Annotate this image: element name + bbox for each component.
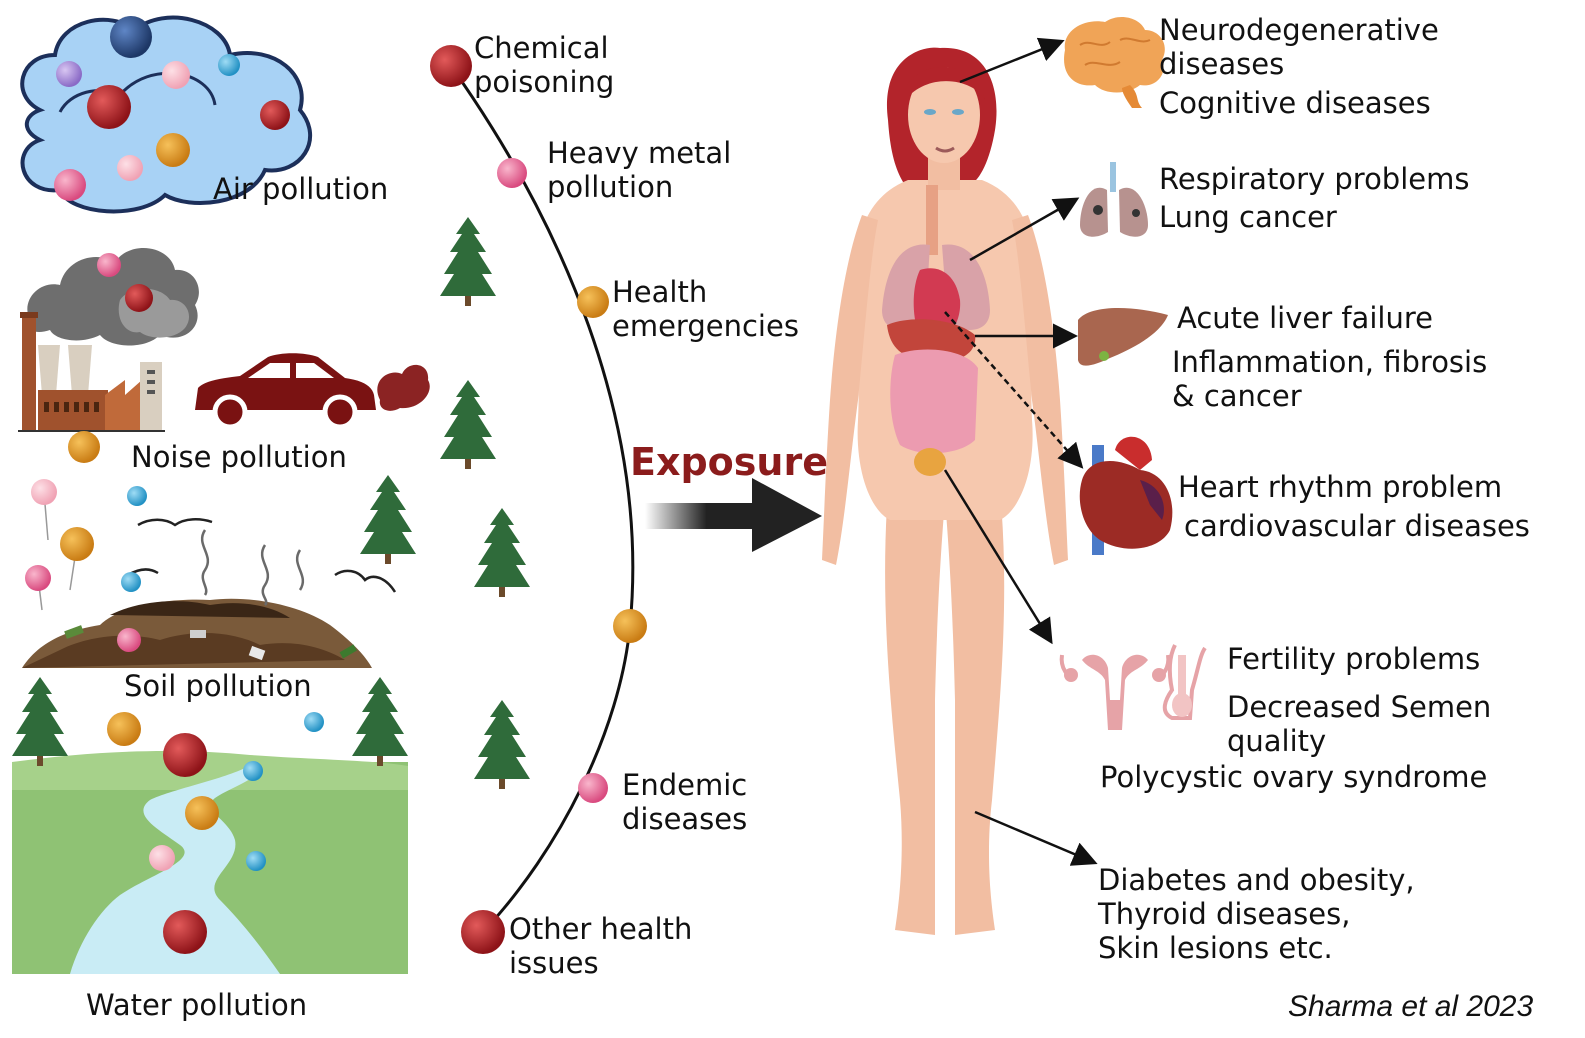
pollutant-particle	[110, 16, 152, 58]
pollutant-particle	[117, 155, 143, 181]
tree-icon	[12, 677, 68, 766]
pollutant-particle	[60, 527, 94, 561]
pollutant-particle	[25, 565, 51, 591]
pollutant-particle	[246, 851, 266, 871]
effect-label-heart-detail: cardiovascular diseases	[1184, 509, 1530, 543]
soil-pollution-label: Soil pollution	[124, 669, 312, 703]
pollutant-particle	[260, 100, 290, 130]
pollutant-particle	[149, 845, 175, 871]
car-icon	[195, 353, 430, 427]
pollutant-particle	[56, 61, 82, 87]
heart-icon	[1080, 437, 1173, 555]
noise-pollution-label: Noise pollution	[131, 440, 347, 474]
effect-label-heart: Heart rhythm problem	[1178, 470, 1502, 504]
air-pollution-label: Air pollution	[213, 172, 388, 206]
tree-icon	[440, 217, 496, 306]
effect-label-liver-detail: Inflammation, fibrosis& cancer	[1172, 345, 1487, 413]
effect-label-lungs: Respiratory problems Lung cancer	[1159, 162, 1469, 234]
pollutant-particle	[243, 761, 263, 781]
tree-icon	[474, 700, 530, 789]
tree-icon	[474, 508, 530, 597]
pollutant-particle	[218, 54, 240, 76]
exposure-label: Exposure	[630, 440, 828, 484]
pollutant-particle	[31, 479, 57, 505]
pollutant-particle	[68, 431, 100, 463]
pathway-node	[577, 286, 609, 318]
pollutant-particle	[156, 133, 190, 167]
pollutant-particle	[54, 169, 86, 201]
river-landscape	[12, 751, 408, 974]
pollutant-particle	[125, 284, 153, 312]
pollutant-particle	[97, 253, 121, 277]
human-body-icon	[822, 48, 1068, 935]
pathway-node	[613, 609, 647, 643]
effect-label-pcos: Polycystic ovary syndrome	[1100, 760, 1487, 794]
effect-label-systemic: Diabetes and obesity,Thyroid diseases,Sk…	[1098, 863, 1415, 965]
effect-label-fertility: Fertility problems Decreased Semen quali…	[1227, 642, 1491, 758]
effect-label-liver: Acute liver failure	[1177, 301, 1433, 335]
brain-icon	[1064, 17, 1165, 108]
pollutant-particle	[163, 910, 207, 954]
tree-icon	[440, 380, 496, 469]
pollutant-particle	[162, 61, 190, 89]
pollutant-particle	[117, 628, 141, 652]
pollutant-particle	[121, 572, 141, 592]
pollutant-particle	[107, 712, 141, 746]
pollutant-particle	[304, 712, 324, 732]
pathway-node	[578, 773, 608, 803]
pollutant-particle	[87, 85, 131, 129]
reproductive-organs-icon	[1062, 645, 1205, 730]
citation-credit: Sharma et al 2023	[1288, 990, 1533, 1024]
water-pollution-label: Water pollution	[86, 988, 307, 1022]
pathway-node	[497, 158, 527, 188]
pathway-node	[430, 45, 472, 87]
tree-icon	[352, 677, 408, 766]
pollutant-particle	[127, 486, 147, 506]
tree-icon	[360, 475, 416, 564]
pollutant-particle	[185, 796, 219, 830]
pathway-node	[461, 910, 505, 954]
pollutant-particle	[163, 733, 207, 777]
factory-icon	[18, 248, 199, 431]
exposure-arrow	[645, 478, 822, 552]
liver-icon	[1078, 308, 1168, 366]
landfill-icon	[22, 492, 395, 668]
lungs-icon	[1080, 162, 1148, 237]
